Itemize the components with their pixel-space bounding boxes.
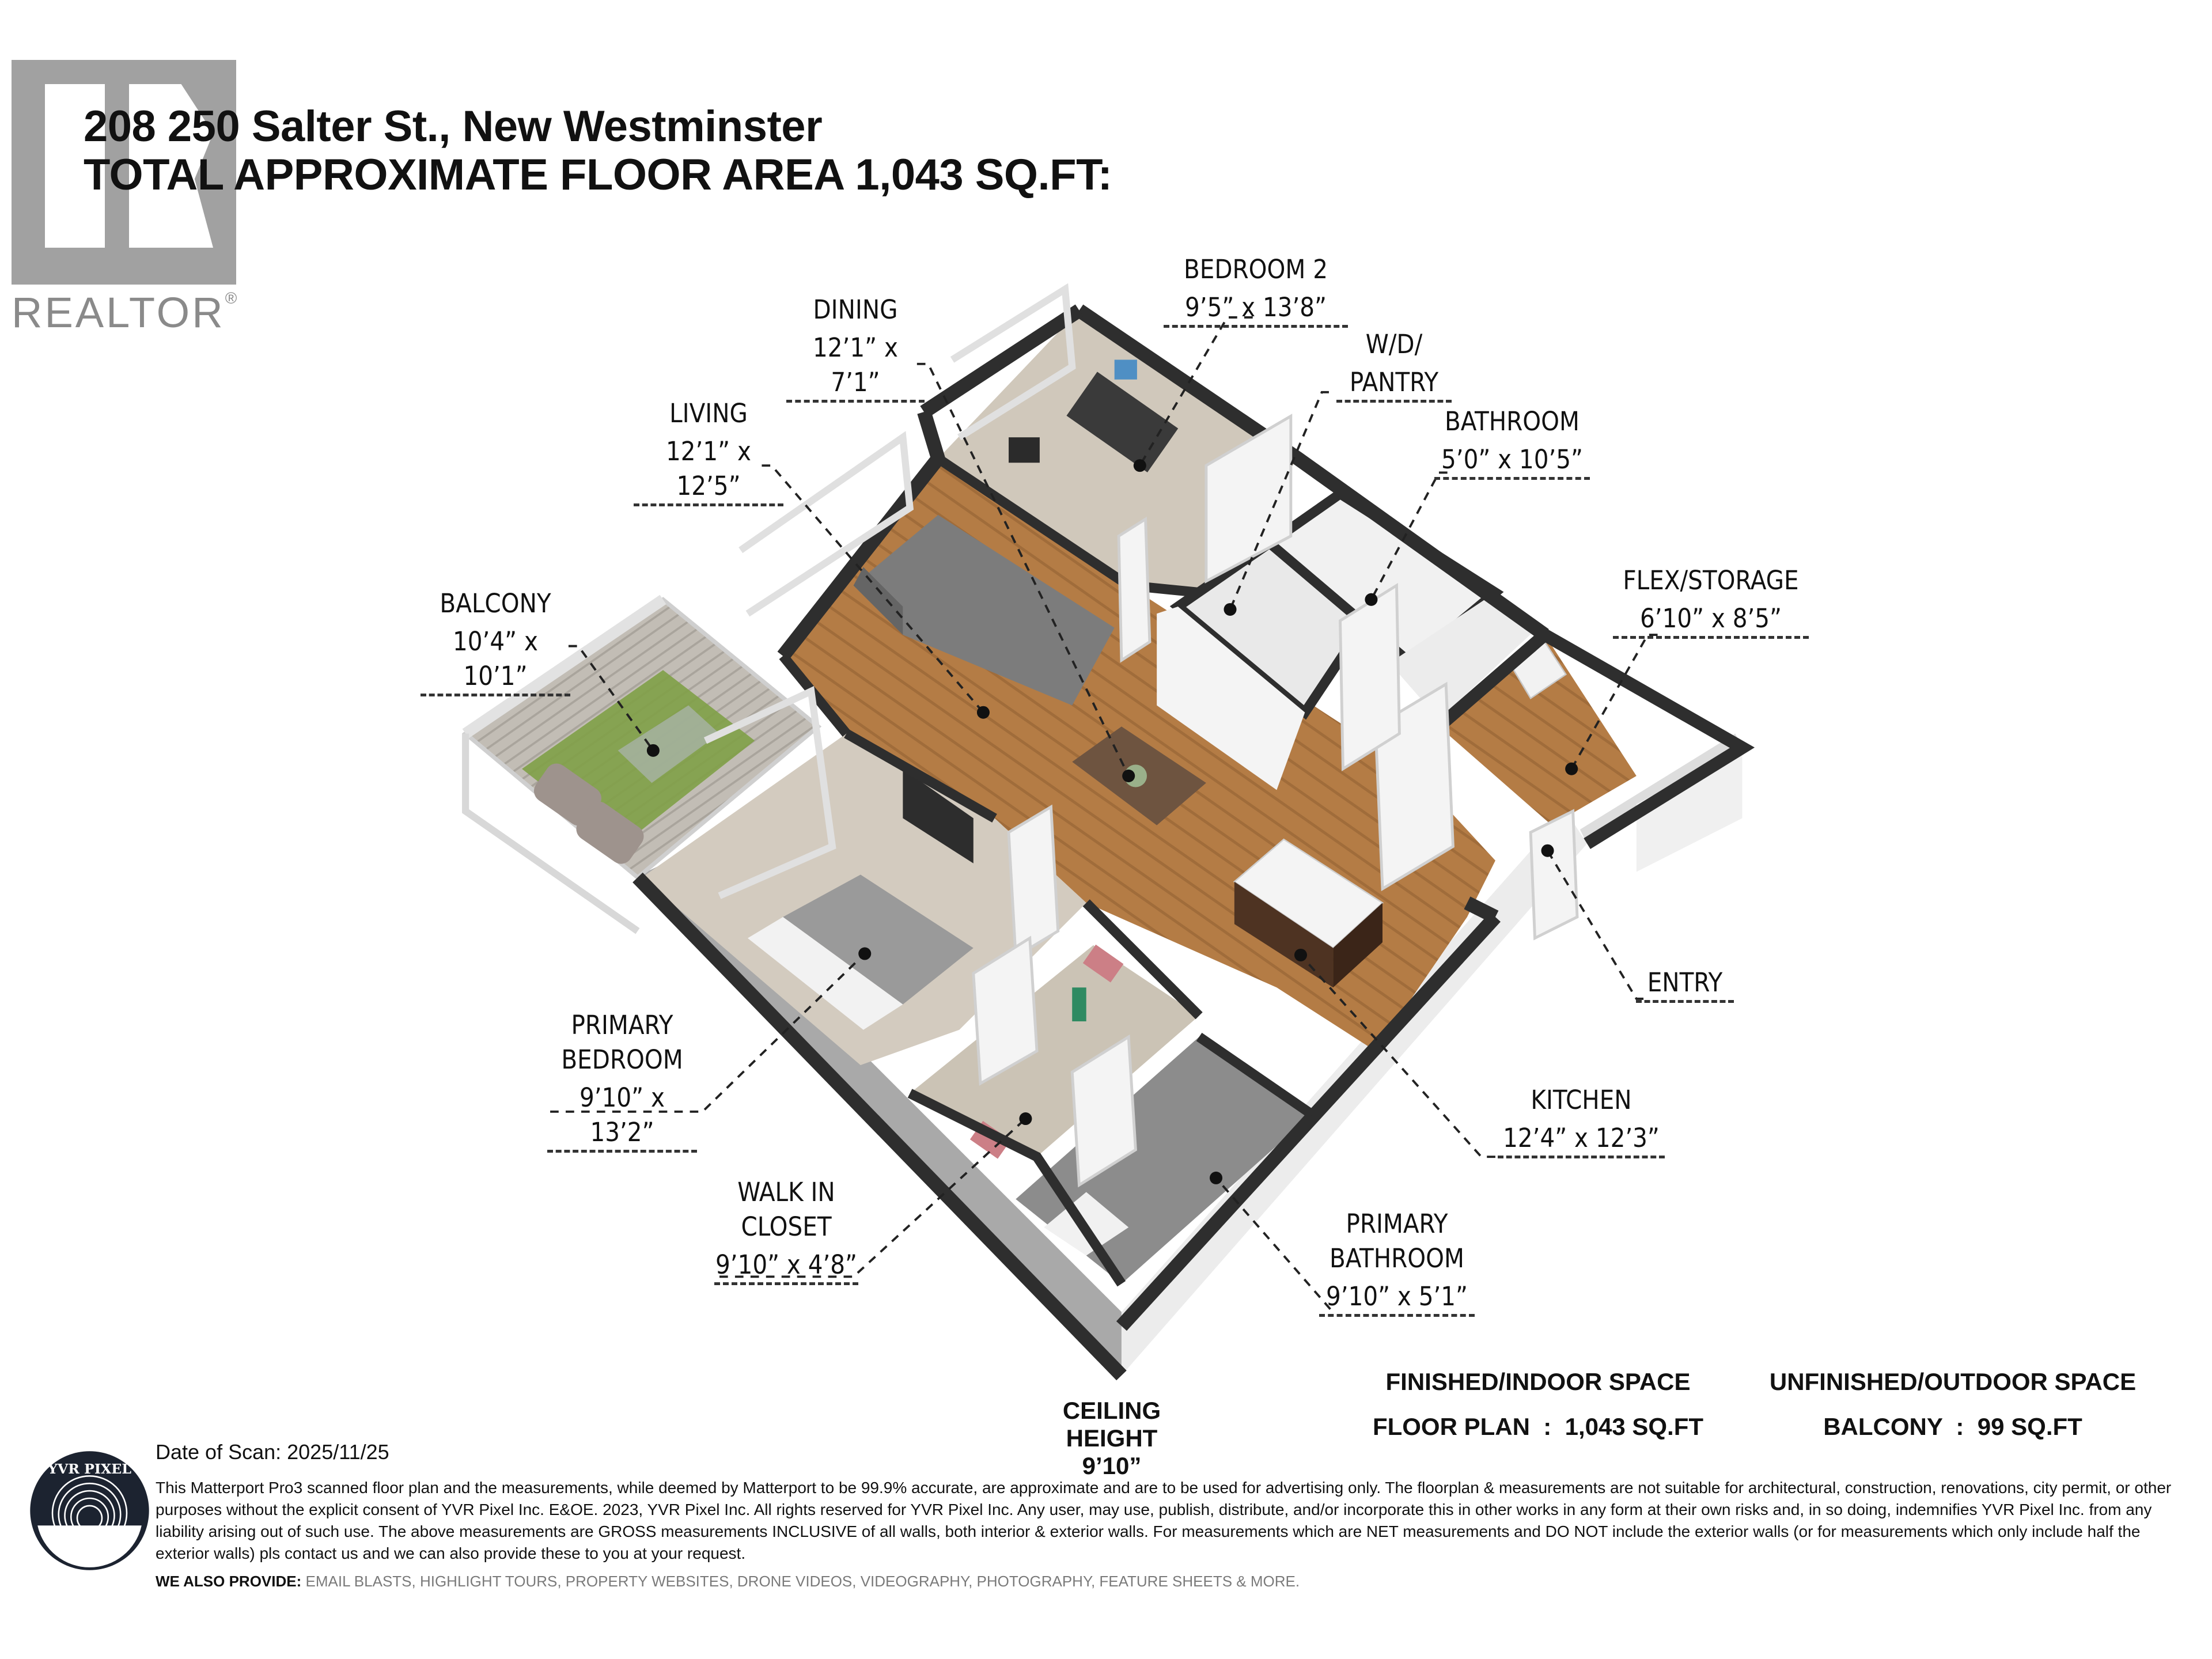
doors: [972, 414, 1579, 1188]
room-name: KITCHEN: [1531, 1085, 1632, 1115]
room-dimensions: 9’10” x 4’8”: [714, 1248, 858, 1285]
unfinished-space-value: BALCONY : 99 SQ.FT: [1823, 1413, 2082, 1440]
room-dimensions: 12’4” x 12’3”: [1498, 1121, 1665, 1158]
room-name-line2: BATHROOM: [1330, 1243, 1464, 1274]
disclaimer-text: This Matterport Pro3 scanned floor plan …: [156, 1479, 2172, 1562]
label-primary-bedroom: PRIMARY BEDROOM 9’10” x 13’2”: [547, 1008, 697, 1153]
realtor-wordmark: REALTOR®: [12, 288, 239, 337]
room-name-line1: PRIMARY: [1346, 1209, 1448, 1239]
label-flex-storage: FLEX/STORAGE 6’10” x 8’5”: [1613, 563, 1809, 639]
footer: Date of Scan: 2025/11/25 This Matterport…: [156, 1440, 2195, 1590]
services-list: EMAIL BLASTS, HIGHLIGHT TOURS, PROPERTY …: [305, 1573, 1300, 1590]
room-dimensions: 9’5” x 13’8”: [1164, 290, 1348, 328]
balcony-area: [462, 594, 822, 934]
room-dimensions: 9’10” x 5’1”: [1319, 1279, 1475, 1317]
label-kitchen: KITCHEN 12’4” x 12’3”: [1498, 1083, 1665, 1158]
room-name-line2: PANTRY: [1336, 365, 1452, 403]
room-dimensions: 5’0” x 10’5”: [1434, 442, 1590, 480]
ceiling-height: CEILING HEIGHT 9’10”: [1020, 1397, 1204, 1480]
leader-lines: [550, 316, 1658, 1310]
room-name-line1: W/D/: [1365, 329, 1423, 359]
label-bathroom: BATHROOM 5’0” x 10’5”: [1434, 404, 1590, 480]
room-name-line2: CLOSET: [741, 1211, 832, 1242]
label-wd-pantry: W/D/ PANTRY: [1336, 327, 1452, 403]
room-dimensions: 12’1” x 12’5”: [634, 434, 783, 506]
room-name-line2: BEDROOM: [561, 1044, 683, 1075]
room-dimensions: 6’10” x 8’5”: [1613, 601, 1809, 639]
label-living: LIVING 12’1” x 12’5”: [634, 396, 783, 506]
label-primary-bathroom: PRIMARY BATHROOM 9’10” x 5’1”: [1319, 1207, 1475, 1317]
room-name-line1: WALK IN: [737, 1177, 835, 1207]
services-label: WE ALSO PROVIDE:: [156, 1573, 302, 1590]
windows: [703, 283, 1076, 899]
flex-storage-floor: [1434, 627, 1755, 849]
room-name: BEDROOM 2: [1184, 254, 1328, 285]
room-name: BALCONY: [440, 588, 551, 619]
label-entry: ENTRY: [1636, 962, 1734, 1003]
room-dimensions: 10’4” x 10’1”: [421, 624, 570, 696]
kitchen-island: [1233, 838, 1384, 988]
finished-space: FINISHED/INDOOR SPACE FLOOR PLAN : 1,043…: [1342, 1368, 1734, 1441]
room-dimensions: 9’10” x 13’2”: [547, 1081, 697, 1153]
unfinished-space-heading: UNFINISHED/OUTDOOR SPACE: [1769, 1368, 2137, 1395]
realtor-logo-bar-left: [45, 84, 105, 248]
finished-space-value: FLOOR PLAN : 1,043 SQ.FT: [1372, 1413, 1704, 1440]
label-dining: DINING 12’1” x 7’1”: [786, 293, 925, 403]
yvr-pixel-logo-text: YVR PIXEL: [47, 1461, 131, 1477]
property-address: 208 250 Salter St., New Westminster: [84, 102, 823, 151]
room-name: DINING: [813, 294, 898, 325]
room-dimensions: 12’1” x 7’1”: [786, 331, 925, 403]
room-markers: [646, 459, 1578, 1184]
label-bedroom-2: BEDROOM 2 9’5” x 13’8”: [1164, 252, 1348, 328]
realtor-word-text: REALTOR: [12, 289, 225, 336]
room-name: ENTRY: [1636, 965, 1734, 1003]
label-walk-in-closet: WALK IN CLOSET 9’10” x 4’8”: [714, 1175, 858, 1285]
sofa: [853, 514, 1115, 706]
page-title: 208 250 Salter St., New Westminster TOTA…: [84, 103, 1112, 199]
label-balcony: BALCONY 10’4” x 10’1”: [421, 586, 570, 696]
room-name: FLEX/STORAGE: [1623, 565, 1799, 596]
unfinished-space: UNFINISHED/OUTDOOR SPACE BALCONY : 99 SQ…: [1751, 1368, 2154, 1441]
realtor-logo: [12, 60, 236, 285]
room-name: LIVING: [669, 398, 748, 429]
services-line: WE ALSO PROVIDE: EMAIL BLASTS, HIGHLIGHT…: [156, 1573, 2195, 1590]
yvr-pixel-logo: YVR PIXEL: [30, 1451, 149, 1570]
registered-mark-icon: ®: [225, 289, 240, 307]
room-name: BATHROOM: [1445, 406, 1580, 437]
scan-date: Date of Scan: 2025/11/25: [156, 1440, 389, 1464]
room-name-line1: PRIMARY: [571, 1010, 673, 1040]
finished-space-heading: FINISHED/INDOOR SPACE: [1385, 1368, 1691, 1395]
ceiling-height-value: 9’10”: [1082, 1452, 1142, 1479]
total-floor-area: TOTAL APPROXIMATE FLOOR AREA 1,043 SQ.FT…: [84, 150, 1112, 199]
ceiling-height-label: CEILING HEIGHT: [1062, 1397, 1161, 1452]
